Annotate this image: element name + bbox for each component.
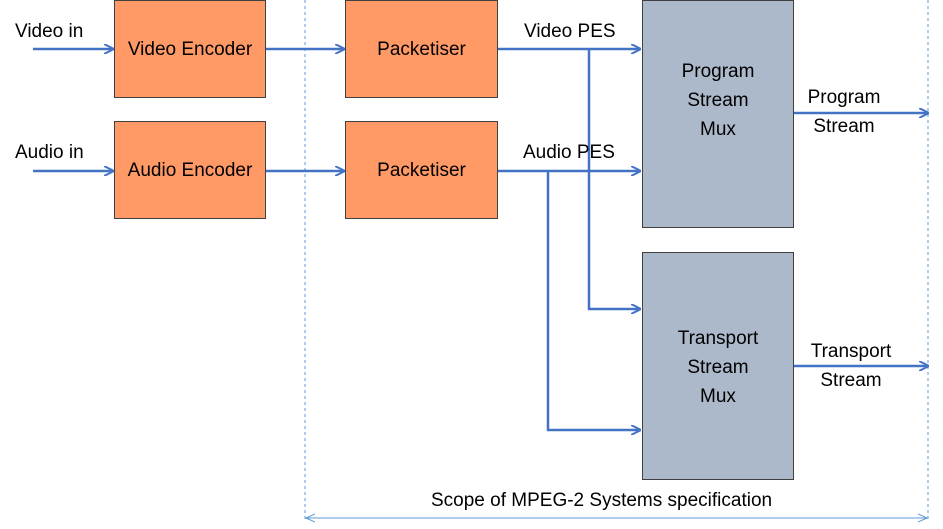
program-mux-label-line1: Program <box>681 60 755 82</box>
transport-stream-mux-box: Transport Stream Mux <box>642 252 794 480</box>
scope-label: Scope of MPEG-2 Systems specification <box>431 490 773 511</box>
transport-mux-label-line3: Mux <box>700 385 736 407</box>
audio-in-label: Audio in <box>15 142 84 163</box>
video-pes-to-transport-mux-arrow <box>587 49 640 309</box>
program-stream-mux-box: Program Stream Mux <box>642 0 794 228</box>
video-encoder-label: Video Encoder <box>127 38 253 60</box>
audio-packetiser-box: Packetiser <box>345 121 498 219</box>
program-mux-label-line2: Stream <box>687 89 749 111</box>
program-output-line2: Stream <box>813 116 875 137</box>
audio-pes-to-transport-mux-arrow <box>546 171 640 430</box>
video-packetiser-box: Packetiser <box>345 0 498 98</box>
video-pes-label: Video PES <box>524 21 616 42</box>
transport-mux-label-line2: Stream <box>687 356 749 378</box>
program-stream-output-label: Program Stream <box>796 83 892 141</box>
transport-output-line2: Stream <box>820 370 882 391</box>
program-output-line1: Program <box>807 87 881 108</box>
transport-output-line1: Transport <box>810 341 892 362</box>
program-mux-label-line3: Mux <box>700 118 736 140</box>
audio-encoder-label: Audio Encoder <box>127 159 253 181</box>
audio-packetiser-label: Packetiser <box>377 159 466 181</box>
audio-pes-label: Audio PES <box>523 142 615 163</box>
audio-encoder-box: Audio Encoder <box>114 121 266 219</box>
transport-stream-output-label: Transport Stream <box>800 337 902 395</box>
video-encoder-box: Video Encoder <box>114 0 266 98</box>
video-in-label: Video in <box>15 21 84 42</box>
video-packetiser-label: Packetiser <box>377 38 466 60</box>
transport-mux-label-line1: Transport <box>677 327 759 349</box>
